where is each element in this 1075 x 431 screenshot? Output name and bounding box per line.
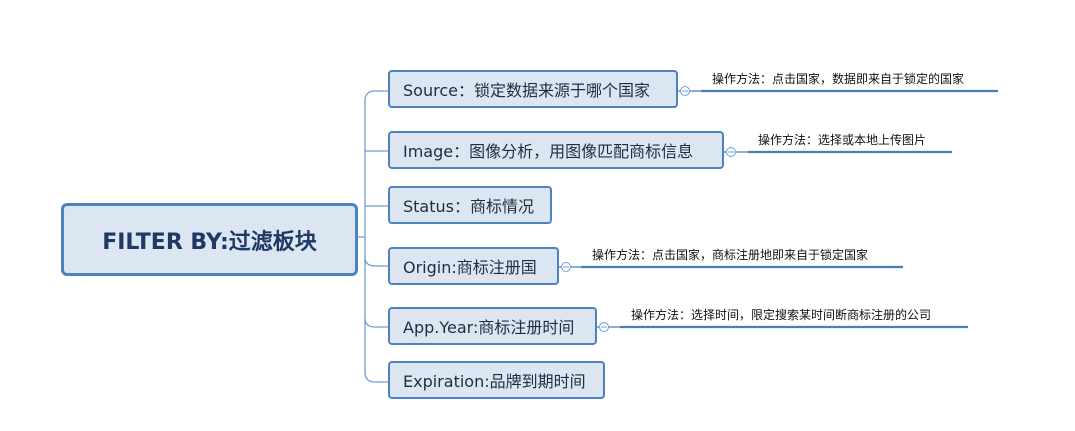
topic-app-year[interactable]: App.Year:商标注册时间 xyxy=(388,307,597,345)
topic-status[interactable]: Status：商标情况 xyxy=(388,186,552,224)
topic-expiration[interactable]: Expiration:品牌到期时间 xyxy=(388,361,605,399)
note-origin: 操作方法：点击国家，商标注册地即来自于锁定国家 xyxy=(592,248,869,262)
topic-source[interactable]: Source：锁定数据来源于哪个国家 xyxy=(388,70,678,108)
note-app-year: 操作方法：选择时间，限定搜索某时间断商标注册的公司 xyxy=(631,308,932,322)
central-topic[interactable]: FILTER BY:过滤板块 xyxy=(61,203,358,276)
topic-origin[interactable]: Origin:商标注册国 xyxy=(388,247,559,285)
note-image: 操作方法：选择或本地上传图片 xyxy=(758,133,927,147)
topic-image[interactable]: Image：图像分析，用图像匹配商标信息 xyxy=(388,131,724,169)
note-source: 操作方法：点击国家，数据即来自于锁定的国家 xyxy=(712,72,965,86)
